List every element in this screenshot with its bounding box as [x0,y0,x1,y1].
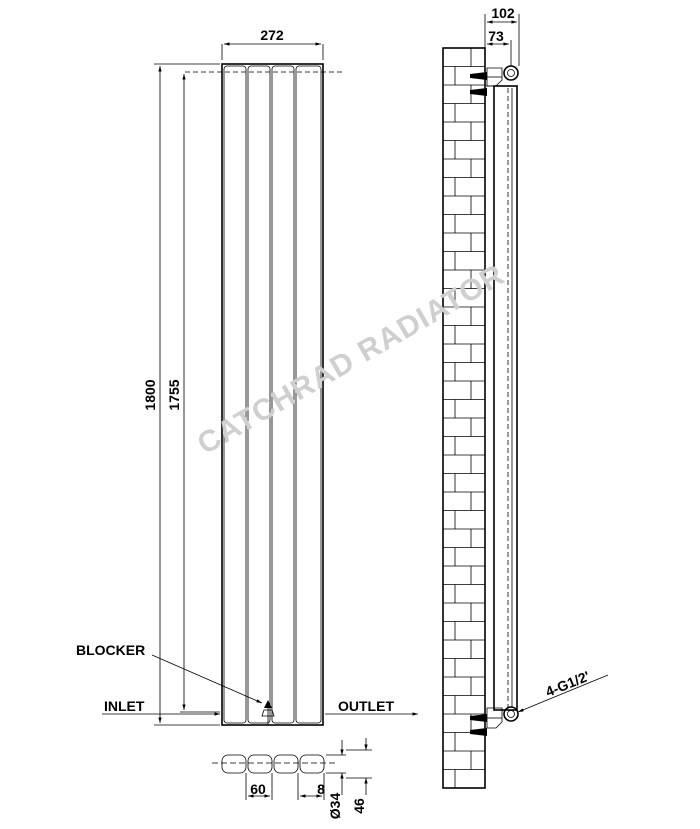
width-dimension: 272 [260,27,284,43]
top-bracket [486,67,503,87]
tube-section [273,754,299,774]
radiator-front-outline [221,63,324,726]
radiator-column [271,65,295,724]
bottom-bracket [486,707,503,729]
blocker-mark [264,700,272,708]
tube-diameter-dimension: Ø34 [327,793,343,820]
front-view: 272 1800 1755 BLOCKER INLET OUTLET [76,27,418,726]
column-pitch-dimension: 60 [250,781,266,797]
pipe-offset-dimension: 73 [488,28,504,44]
height-dimension: 1800 [142,379,158,410]
radiator-side-profile [493,85,518,711]
connection-label: 4-G1/2' [543,668,592,700]
tube-section [247,754,273,774]
tube-section [221,754,247,774]
tube-section [299,754,325,774]
brick-pattern [443,48,485,788]
plan-view: 60 8 Ø34 46 [212,738,372,819]
outlet-label: OUTLET [338,698,394,714]
radiator-column [247,65,271,724]
column-gap-dimension: 8 [317,781,325,797]
watermark: CATCHRAD RADIATOR [192,258,510,461]
blocker-body [261,709,275,717]
radiator-column [223,65,247,724]
bottom-pipe-circle [503,706,519,722]
depth-dimension: 102 [491,5,515,21]
radiator-column [295,65,322,724]
pipe-centres-dimension: 1755 [166,379,182,410]
top-pipe-circle [503,65,519,81]
side-view: 102 73 4-G1/2' [442,5,609,789]
inlet-label: INLET [104,698,145,714]
blocker-label: BLOCKER [76,642,145,658]
tube-depth-dimension: 46 [351,798,367,814]
